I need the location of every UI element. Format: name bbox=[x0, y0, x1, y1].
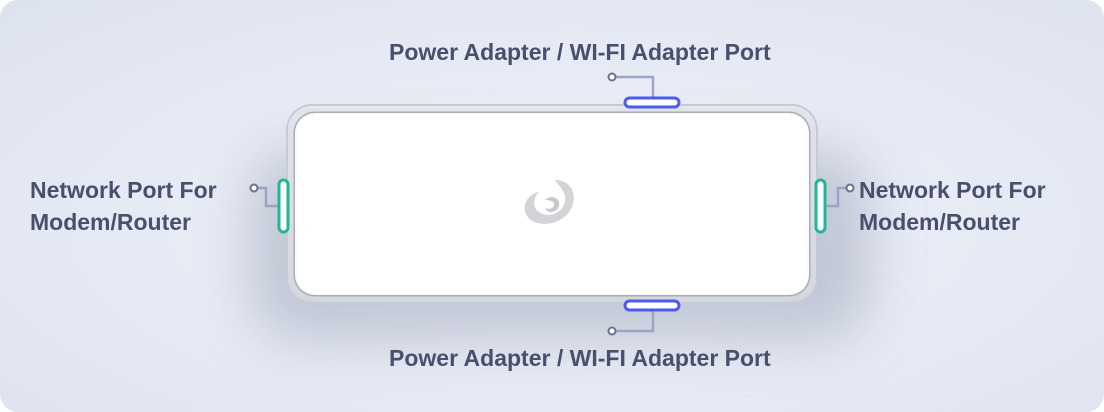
left-network-port bbox=[277, 178, 290, 234]
left-port-label-line-2: Modem/Router bbox=[30, 209, 191, 235]
right-port-label-line-2: Modem/Router bbox=[859, 209, 1020, 235]
device-face bbox=[295, 113, 809, 295]
bottom-port-label: Power Adapter / WI-FI Adapter Port bbox=[389, 345, 771, 371]
top-callout-connector bbox=[607, 72, 655, 101]
right-port-label-line-1: Network Port For bbox=[859, 177, 1046, 203]
left-port-label-line-1: Network Port For bbox=[30, 177, 217, 203]
right-network-port bbox=[814, 178, 827, 234]
left-callout-connector bbox=[249, 183, 279, 208]
left-port-label: Network Port For Modem/Router bbox=[30, 174, 217, 238]
right-port-label: Network Port For Modem/Router bbox=[859, 174, 1046, 238]
top-power-port bbox=[623, 96, 681, 109]
right-callout-connector bbox=[825, 183, 855, 208]
top-port-label: Power Adapter / WI-FI Adapter Port bbox=[389, 39, 771, 65]
bottom-callout-connector bbox=[607, 310, 655, 336]
bottom-power-port bbox=[623, 299, 681, 312]
swirl-logo-icon bbox=[524, 180, 574, 224]
